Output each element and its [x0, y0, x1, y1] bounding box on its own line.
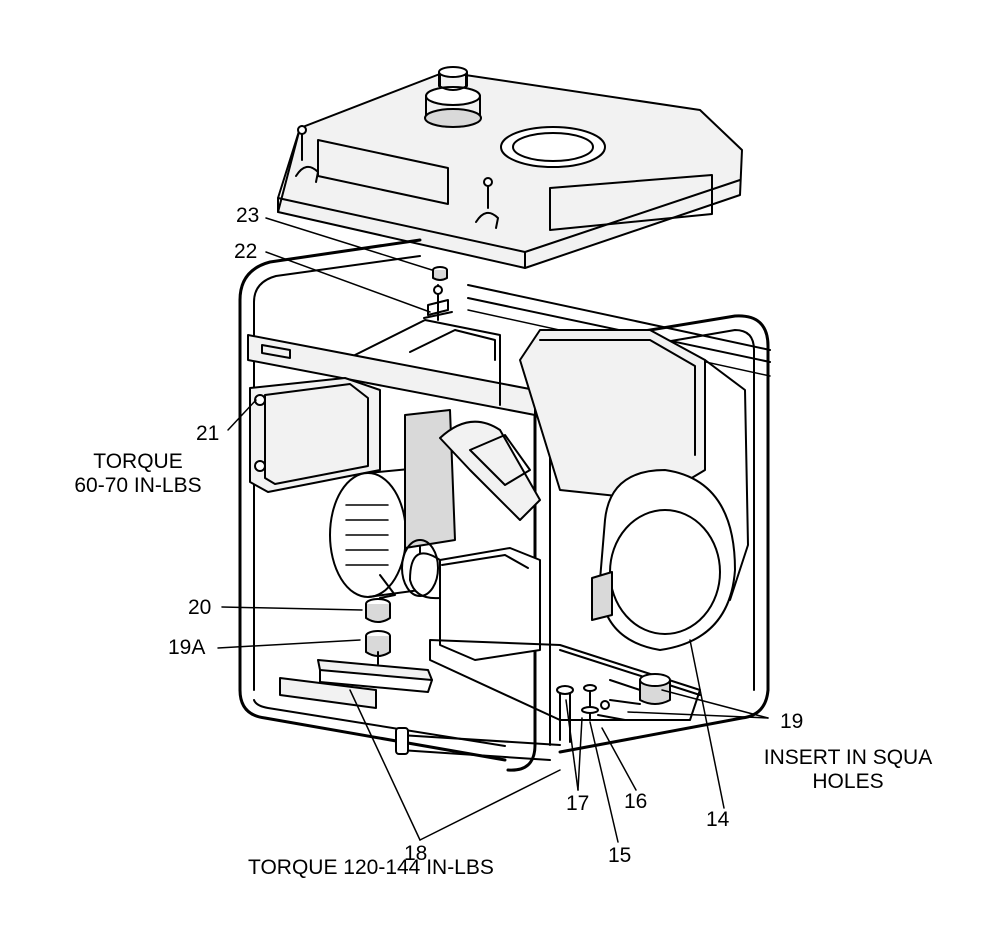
part-label-16: 16 — [624, 790, 648, 813]
alternator-housing — [247, 319, 536, 599]
mount-hardware — [279, 598, 671, 743]
part-label-15: 15 — [608, 844, 632, 867]
insert-holes-note-line1: INSERT IN SQUA — [763, 746, 933, 769]
part-label-18: 18 — [404, 842, 428, 865]
part-label-22: 22 — [234, 240, 258, 263]
torque-note-base: TORQUE 120-144 IN-LBS — [248, 856, 494, 879]
part-label-14: 14 — [706, 808, 730, 831]
torque-note-frame: TORQUE 60-70 IN-LBS — [58, 450, 218, 498]
fuel-tank — [277, 66, 743, 269]
leader-lines — [217, 217, 769, 843]
torque-note-frame-line1: TORQUE — [93, 450, 183, 473]
engine — [401, 329, 749, 721]
part-label-23: 23 — [236, 204, 260, 227]
part-label-21: 21 — [196, 422, 220, 445]
torque-note-frame-line2: 60-70 IN-LBS — [74, 474, 202, 497]
tube-frame — [238, 238, 771, 772]
part-label-19: 19 — [780, 710, 804, 733]
part-label-20: 20 — [188, 596, 212, 619]
insert-holes-note: INSERT IN SQUA HOLES — [748, 746, 948, 794]
tank-hardware — [423, 266, 453, 321]
part-label-17: 17 — [566, 792, 590, 815]
part-label-19a: 19A — [168, 636, 206, 659]
insert-holes-note-line2: HOLES — [812, 770, 884, 793]
